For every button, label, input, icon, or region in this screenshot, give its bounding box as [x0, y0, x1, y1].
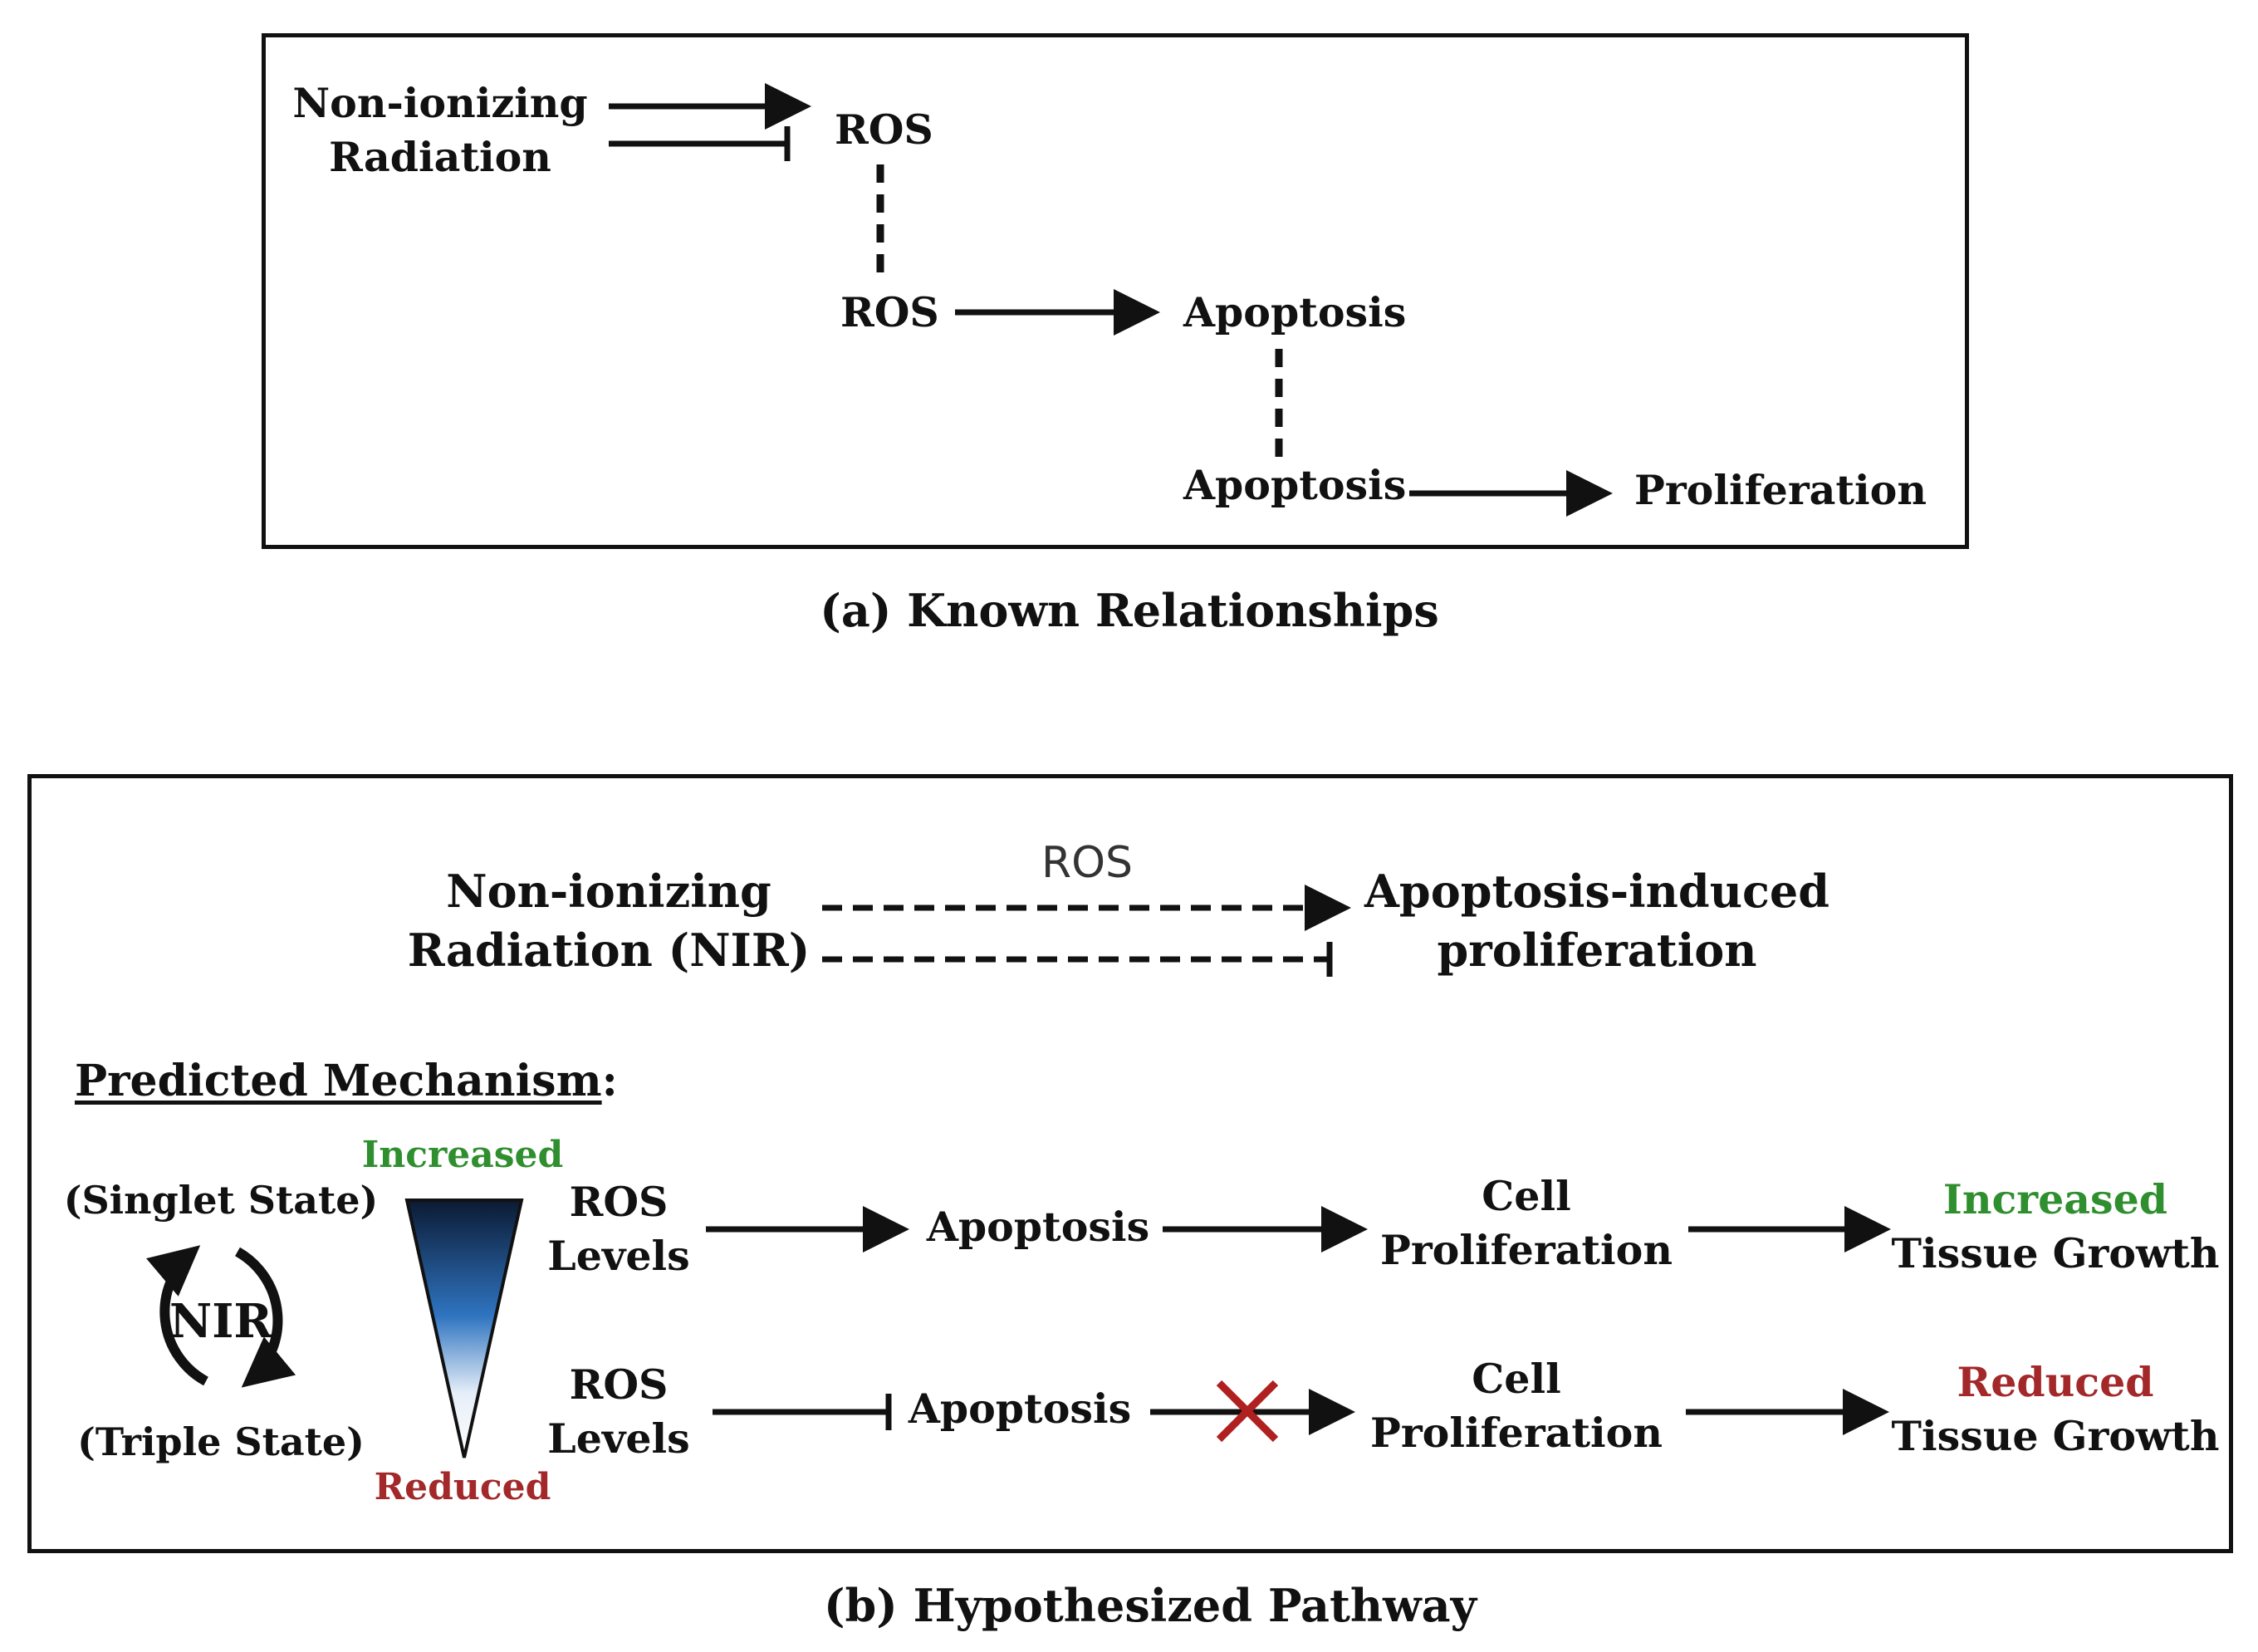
row1-cell-proliferation: Cell Proliferation	[1380, 1169, 1673, 1277]
panel-a-proliferation: Proliferation	[1634, 466, 1927, 514]
panel-b-ros-label: ROS	[1041, 838, 1134, 888]
row1-outcome-line1: Increased	[1942, 1175, 2168, 1223]
row1-ros-levels: ROS Levels	[547, 1175, 689, 1282]
singlet-state-label: (Singlet State)	[63, 1178, 379, 1223]
panel-b-nir-line2: Radiation (NIR)	[407, 924, 811, 978]
panel-b-nir-label: Non-ionizing Radiation (NIR)	[408, 862, 811, 981]
panel-a-caption: (a) Known Relationships	[820, 584, 1439, 637]
gradient-increased-label: Increased	[361, 1134, 564, 1176]
ros-gradient-wedge	[404, 1199, 524, 1458]
row2-cell-proliferation: Cell Proliferation	[1370, 1352, 1663, 1459]
row1-outcome-line2: Tissue Growth	[1891, 1228, 2220, 1277]
panel-b-frame	[27, 774, 2233, 1553]
panel-b-target-label: Apoptosis-induced proliferation	[1364, 862, 1829, 981]
row1-cell-line2: Proliferation	[1380, 1225, 1673, 1274]
panel-a-ros-2: ROS	[840, 288, 939, 336]
panel-a-nir-line2: Radiation	[329, 132, 551, 181]
row1-ros-line2: Levels	[547, 1231, 690, 1280]
panel-a-apoptosis-2: Apoptosis	[1183, 461, 1407, 509]
panel-a-apoptosis-1: Apoptosis	[1183, 288, 1407, 336]
panel-b-nir-line1: Non-ionizing	[446, 865, 771, 918]
row1-cell-line1: Cell	[1482, 1172, 1571, 1220]
row1-apoptosis: Apoptosis	[926, 1203, 1150, 1251]
panel-b-target-line2: proliferation	[1437, 924, 1757, 978]
row2-cell-line2: Proliferation	[1370, 1408, 1663, 1457]
row2-ros-line2: Levels	[547, 1414, 690, 1463]
triple-state-label: (Triple State)	[77, 1419, 365, 1464]
row2-apoptosis: Apoptosis	[908, 1385, 1132, 1433]
panel-b-caption: (b) Hypothesized Pathway	[823, 1579, 1477, 1632]
row2-outcome-line2: Tissue Growth	[1891, 1411, 2220, 1460]
nir-cycle-right-arrow	[234, 1247, 296, 1388]
row1-outcome: Increased Tissue Growth	[1892, 1173, 2220, 1280]
row2-cell-line1: Cell	[1472, 1355, 1561, 1403]
panel-b-target-line1: Apoptosis-induced	[1364, 865, 1829, 918]
row1-ros-line1: ROS	[569, 1178, 669, 1226]
panel-a-nir-label: Non-ionizing Radiation	[292, 76, 587, 184]
row2-ros-levels: ROS Levels	[547, 1358, 689, 1465]
mechanism-heading-text: Predicted Mechanism	[75, 1056, 602, 1106]
row2-outcome: Reduced Tissue Growth	[1892, 1355, 2220, 1463]
panel-a-nir-line1: Non-ionizing	[292, 79, 588, 127]
row2-outcome-line1: Reduced	[1957, 1358, 2154, 1406]
row2-blocked-cross-icon	[1216, 1380, 1279, 1443]
nir-cycle-left-arrow	[145, 1245, 208, 1386]
panel-a-frame	[262, 33, 1969, 549]
mechanism-heading-colon: :	[601, 1056, 618, 1106]
mechanism-heading: Predicted Mechanism:	[75, 1053, 618, 1110]
row2-ros-line1: ROS	[569, 1360, 669, 1409]
panel-a-ros-1: ROS	[835, 105, 933, 154]
gradient-reduced-label: Reduced	[374, 1466, 551, 1508]
